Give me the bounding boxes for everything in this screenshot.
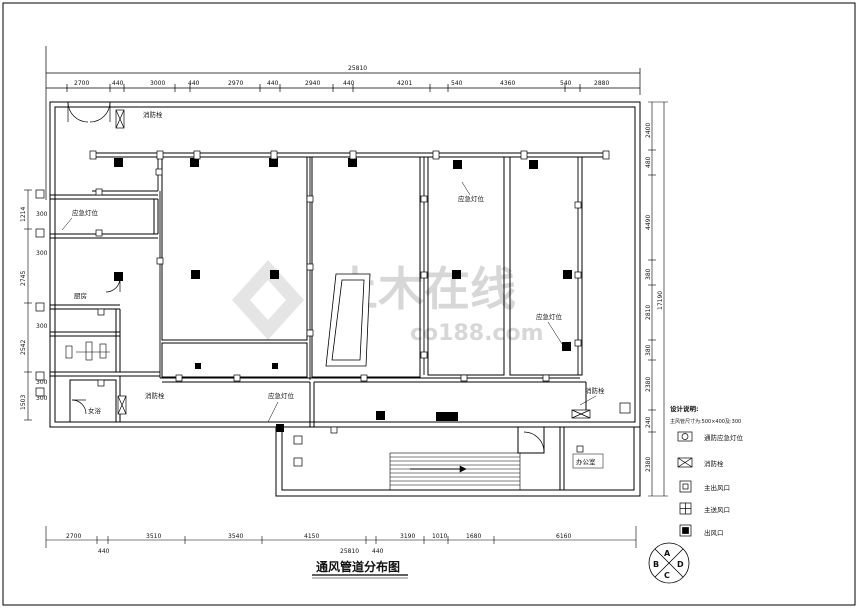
- svg-text:380: 380: [645, 344, 652, 356]
- right-dimension-line: [648, 101, 668, 497]
- svg-text:2400: 2400: [645, 123, 652, 138]
- svg-text:480: 480: [645, 156, 652, 168]
- duct-joints: [89, 150, 631, 467]
- supply-vent-icon: [679, 480, 692, 493]
- top-total-dim: 25810: [348, 65, 367, 72]
- bottom-dimension-line: [45, 526, 637, 548]
- stairs: [389, 452, 521, 491]
- svg-text:440: 440: [188, 80, 200, 87]
- notes-line: 主风管尺寸为:500×400及:300: [670, 418, 741, 425]
- watermark-subtext: co188.com: [410, 321, 544, 346]
- svg-text:4490: 4490: [645, 215, 652, 230]
- svg-text:3540: 3540: [228, 533, 243, 540]
- room-washroom-label: 女浴: [88, 406, 102, 415]
- svg-text:2380: 2380: [645, 377, 652, 392]
- svg-text:2380: 2380: [645, 457, 652, 472]
- svg-text:300: 300: [36, 395, 48, 402]
- svg-text:4150: 4150: [304, 533, 319, 540]
- svg-text:6160: 6160: [556, 533, 571, 540]
- svg-text:440: 440: [372, 548, 384, 555]
- svg-text:A: A: [664, 549, 671, 558]
- svg-text:1010: 1010: [432, 533, 447, 540]
- svg-text:2970: 2970: [228, 80, 243, 87]
- svg-text:3510: 3510: [146, 533, 161, 540]
- left-dim-labels: 1214 300 300 2745 300 2542 300 300 1503: [20, 207, 48, 410]
- duct-runs: [92, 152, 606, 380]
- right-dim-labels: 2400 480 4490 17190 380 2810 380 2380 24…: [645, 123, 664, 472]
- svg-text:消防栓: 消防栓: [143, 110, 163, 119]
- svg-text:440: 440: [343, 80, 355, 87]
- doors: [67, 101, 545, 453]
- svg-text:出风口: 出风口: [704, 528, 724, 537]
- svg-text:2745: 2745: [20, 271, 27, 286]
- top-dim-labels: 2700 440 3000 440 2970 440 2940 440 4201…: [74, 80, 609, 87]
- notes-heading: 设计说明:: [670, 404, 699, 413]
- fixtures: [65, 341, 110, 361]
- svg-text:主出风口: 主出风口: [704, 483, 730, 492]
- svg-text:3190: 3190: [400, 533, 415, 540]
- svg-text:300: 300: [36, 211, 48, 218]
- damper-icon: [677, 457, 693, 468]
- damper-symbols: [115, 109, 591, 419]
- svg-text:消防栓: 消防栓: [145, 391, 165, 400]
- svg-text:消防栓: 消防栓: [585, 386, 605, 395]
- svg-text:应急灯位: 应急灯位: [458, 194, 485, 203]
- svg-text:4201: 4201: [397, 80, 412, 87]
- return-vent-icon: [679, 502, 692, 515]
- svg-text:通防应急灯位: 通防应急灯位: [704, 433, 744, 442]
- svg-text:C: C: [664, 571, 670, 580]
- svg-text:2700: 2700: [74, 80, 89, 87]
- svg-text:240: 240: [645, 416, 652, 428]
- wall-vents: [35, 189, 45, 397]
- svg-text:1680: 1680: [466, 533, 481, 540]
- svg-text:440: 440: [267, 80, 279, 87]
- svg-text:540: 540: [560, 80, 572, 87]
- svg-text:540: 540: [451, 80, 463, 87]
- svg-text:应急灯位: 应急灯位: [72, 208, 99, 217]
- svg-text:2542: 2542: [20, 340, 27, 355]
- svg-text:主送风口: 主送风口: [704, 505, 730, 514]
- supply-vents: [114, 158, 572, 432]
- svg-text:2810: 2810: [645, 305, 652, 320]
- svg-text:1214: 1214: [20, 207, 27, 222]
- ceiling-duct-branch: [325, 273, 371, 367]
- light-icon: [677, 431, 693, 442]
- svg-text:B: B: [653, 560, 659, 569]
- svg-text:消防栓: 消防栓: [704, 459, 724, 468]
- svg-text:应急灯位: 应急灯位: [268, 391, 295, 400]
- bottom-dim-labels: 2700 440 3510 3540 4150 440 3190 1010 16…: [66, 533, 571, 555]
- compass-icon: A B C D: [648, 542, 690, 584]
- left-dimension-line: [24, 189, 32, 421]
- svg-text:3000: 3000: [150, 80, 165, 87]
- svg-text:300: 300: [36, 250, 48, 257]
- drawing-title: 通风管道分布图: [316, 559, 400, 574]
- exhaust-vent-icon: [679, 524, 692, 537]
- walls: [49, 101, 641, 497]
- legend: 通防应急灯位 消防栓 主出风口 主送风口 出风口: [677, 431, 744, 537]
- svg-text:17190: 17190: [657, 291, 664, 310]
- svg-text:1503: 1503: [20, 395, 27, 410]
- svg-text:2940: 2940: [305, 80, 320, 87]
- room-office-label: 办公室: [576, 457, 596, 466]
- svg-text:2700: 2700: [66, 533, 81, 540]
- svg-text:380: 380: [645, 268, 652, 280]
- svg-text:300: 300: [36, 323, 48, 330]
- svg-text:D: D: [677, 560, 684, 569]
- room-kitchen-label: 厨房: [74, 291, 87, 300]
- svg-text:300: 300: [36, 379, 48, 386]
- svg-text:应急灯位: 应急灯位: [536, 312, 563, 321]
- bottom-total-dim: 25810: [340, 548, 359, 555]
- annotations: 消防栓 消防栓 消防栓 应急灯位 应急灯位 应急灯位 应急灯位: [61, 110, 605, 423]
- svg-text:4360: 4360: [500, 80, 515, 87]
- svg-text:440: 440: [98, 548, 110, 555]
- svg-text:440: 440: [112, 80, 124, 87]
- svg-text:2880: 2880: [594, 80, 609, 87]
- top-dimension-line: [45, 46, 641, 200]
